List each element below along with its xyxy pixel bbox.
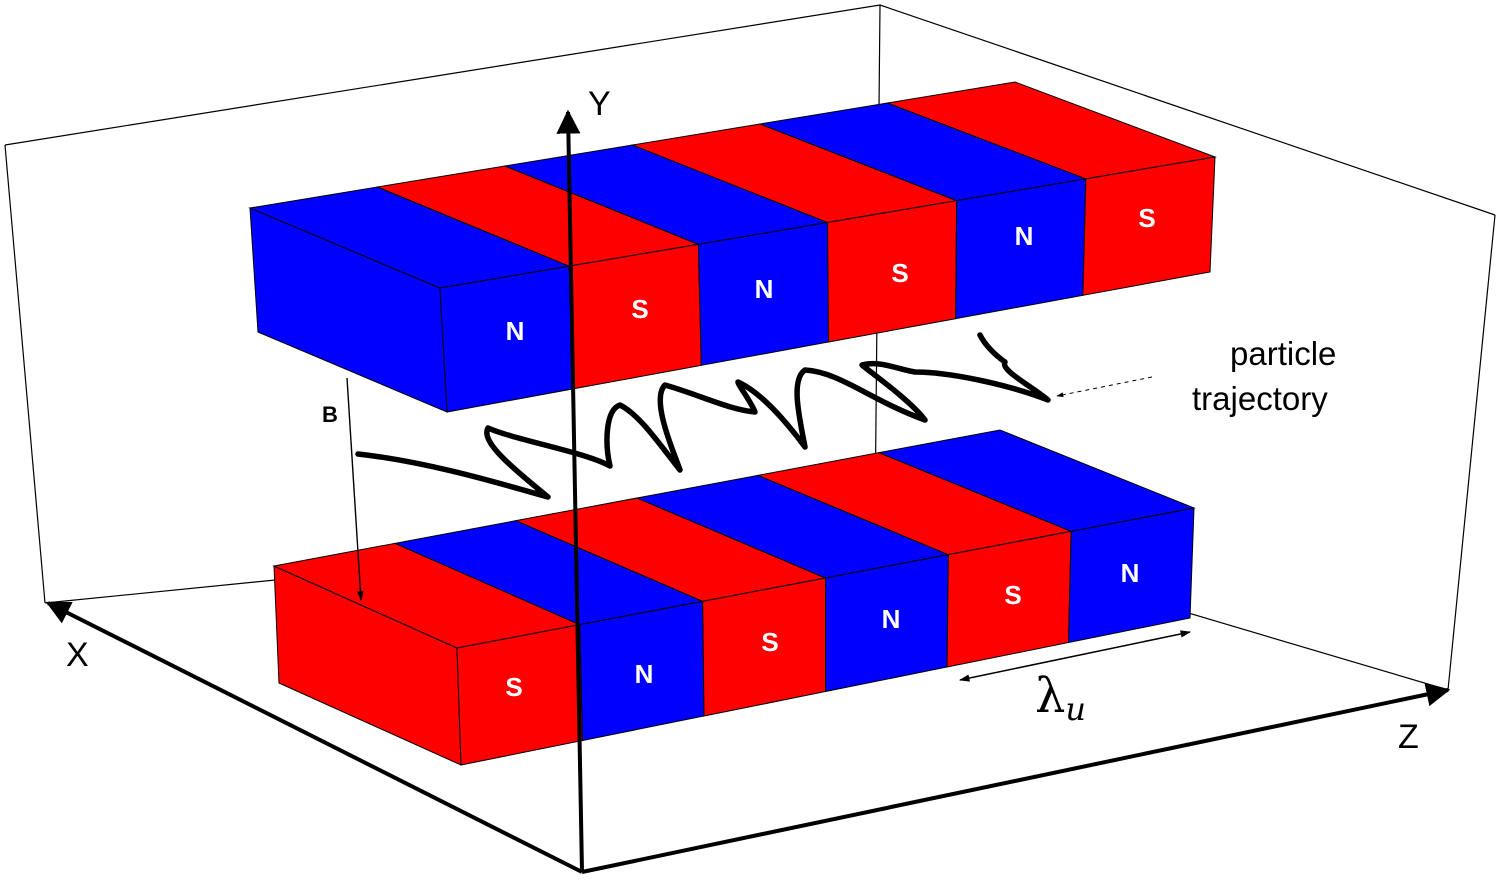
magnet-front-face (1067, 507, 1195, 644)
trajectory-label-line2: trajectory (1192, 380, 1328, 417)
magnet-front-face (1082, 156, 1216, 296)
upper-magnet-pole-label: S (631, 294, 648, 324)
lower-magnet-pole-label: N (1121, 558, 1140, 588)
lower-magnet-pole-label: S (1004, 580, 1021, 610)
particle-trajectory (355, 332, 1051, 500)
upper-magnet-pole-label: S (891, 258, 908, 288)
z-axis-label: Z (1398, 718, 1419, 756)
field-label: B (322, 402, 338, 427)
period-arrow (958, 630, 1192, 682)
box-right-vertical-edge (1447, 214, 1496, 691)
trajectory-leader-line (1056, 376, 1153, 398)
upper-magnet-array (248, 81, 1217, 413)
period-symbol: λ (1035, 668, 1065, 724)
lower-magnet-pole-label: S (761, 627, 778, 657)
z-axis (581, 682, 1451, 874)
upper-magnet-pole-label: S (1138, 203, 1155, 233)
lower-magnet-pole-label: N (882, 604, 901, 634)
field-arrow (346, 377, 364, 601)
y-axis-label: Y (588, 85, 611, 123)
period-label: λu (1035, 668, 1086, 728)
x-axis-label: X (66, 636, 89, 674)
lower-magnet-pole-label: N (635, 659, 654, 689)
y-axis (556, 109, 584, 873)
lower-magnet-pole-label: S (505, 672, 522, 702)
x-axis (45, 601, 583, 874)
box-left-vertical-edge (4, 144, 46, 604)
lower-magnet-array (272, 429, 1196, 766)
coordinate-axes (45, 109, 1451, 874)
upper-magnet-pole-label: N (1015, 221, 1034, 251)
upper-magnet-pole-label: N (506, 316, 525, 346)
upper-magnet-pole-label: N (755, 274, 774, 304)
trajectory-label-line1: particle (1230, 335, 1336, 372)
period-subscript: u (1065, 690, 1086, 728)
